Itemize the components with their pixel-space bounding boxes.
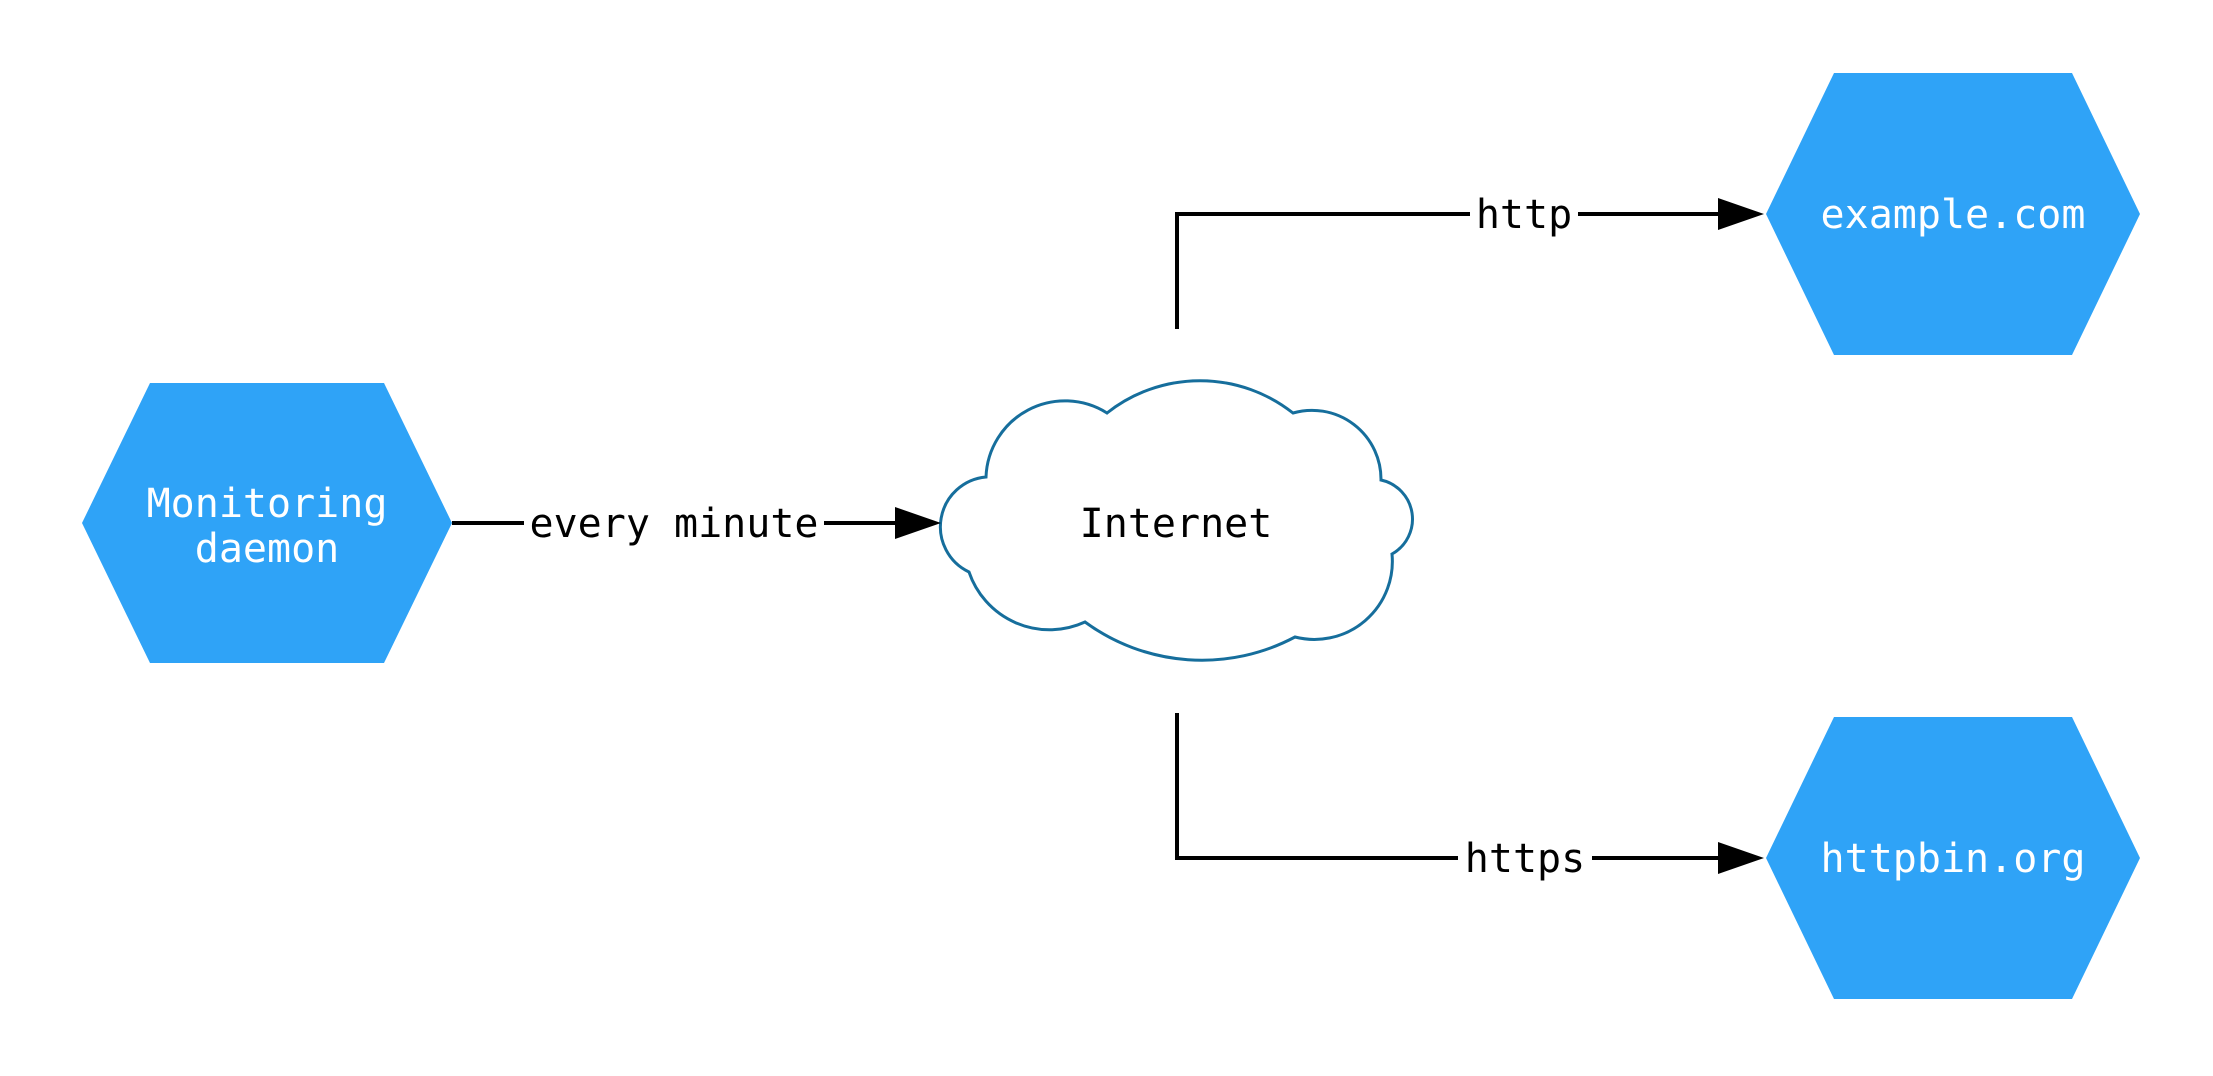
internet-node-label: Internet (1080, 501, 1273, 547)
cloud-icon (938, 379, 1414, 662)
edge-label-background (1470, 188, 1578, 240)
httpbin-org-label: httpbin.org (1821, 836, 2086, 882)
example-com-label: example.com (1821, 192, 2086, 238)
edge-internet-to-example: http (1175, 188, 1764, 329)
edge-label-background (1458, 832, 1592, 884)
monitoring-daemon-label-line1: Monitoring (147, 481, 388, 527)
edge-monitoring-to-internet: every minute (452, 497, 941, 549)
edge-label-every-minute: every minute (530, 501, 819, 547)
hexagon-shape (1766, 73, 2140, 355)
monitoring-daemon-label-line2: daemon (195, 526, 340, 572)
hexagon-shape (1766, 717, 2140, 999)
arrowhead-icon (1718, 198, 1764, 230)
hexagon-shape (82, 383, 452, 663)
example-com-node: example.com (1766, 73, 2140, 355)
edge-label-background (524, 497, 824, 549)
edge-label-https: https (1465, 836, 1585, 882)
arrowhead-icon (1718, 842, 1764, 874)
internet-node: Internet (938, 379, 1414, 662)
arrowhead-icon (895, 507, 941, 539)
edge-label-http: http (1476, 192, 1572, 238)
monitoring-daemon-node: Monitoring daemon (82, 383, 452, 663)
edge-internet-to-httpbin: https (1175, 713, 1764, 884)
httpbin-org-node: httpbin.org (1766, 717, 2140, 999)
